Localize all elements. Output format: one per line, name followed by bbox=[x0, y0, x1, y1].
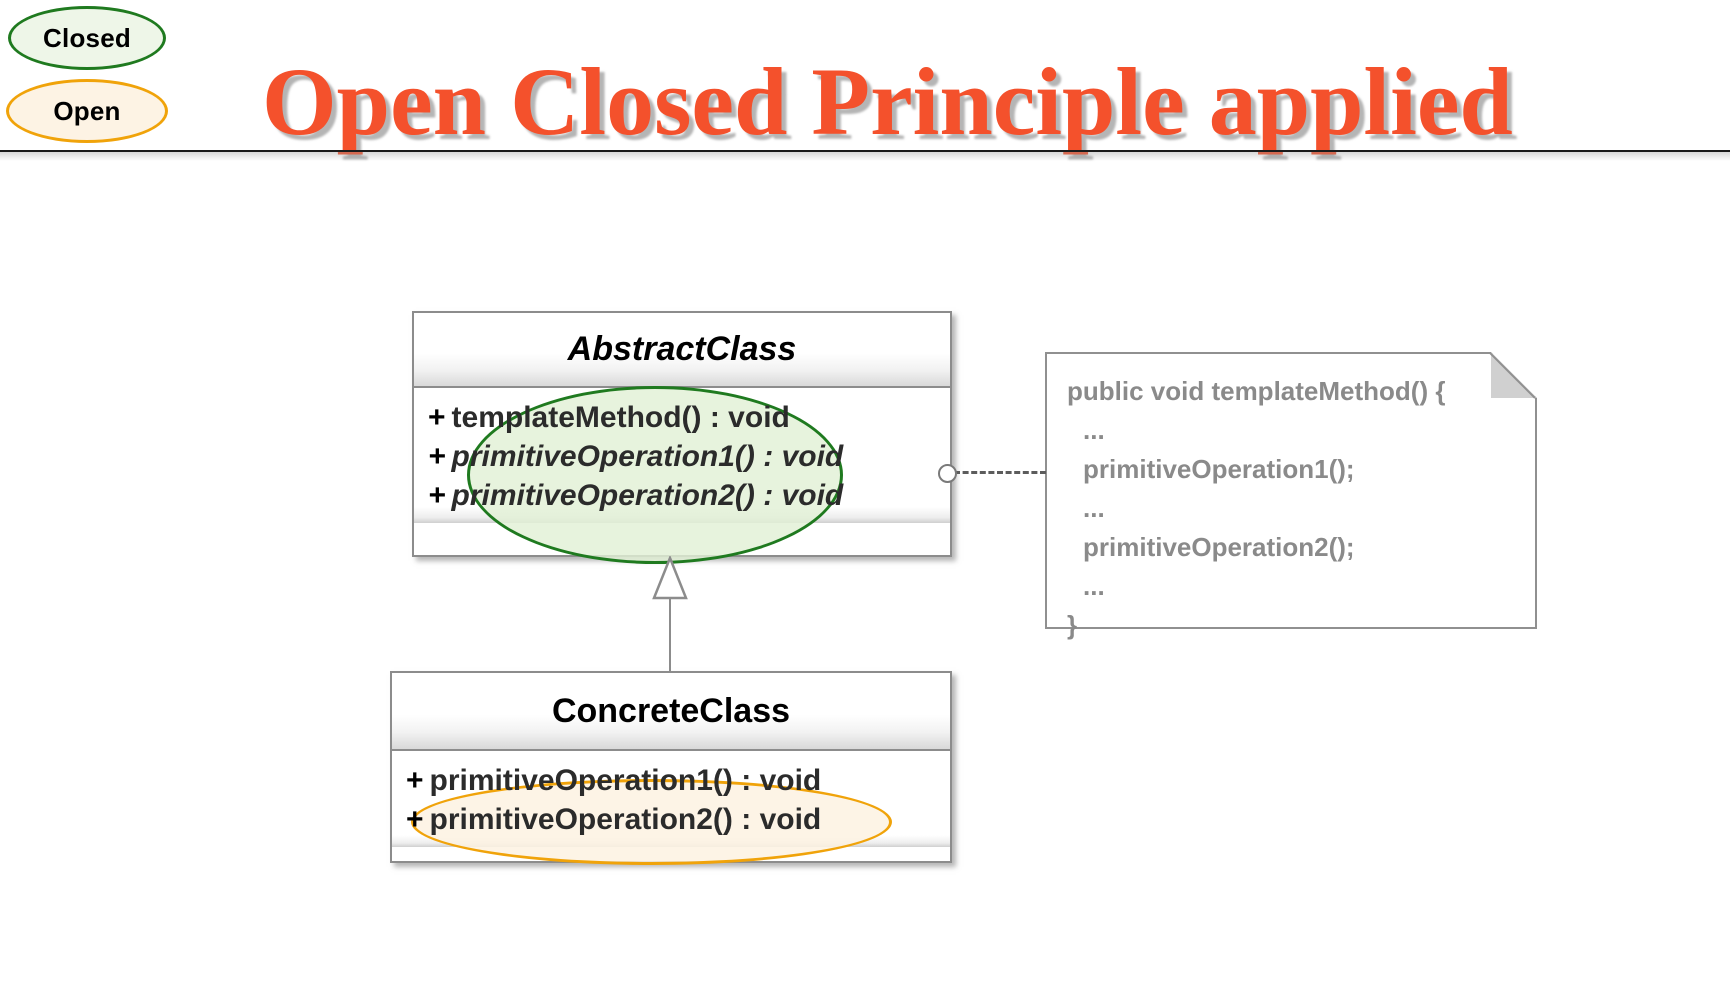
title-divider bbox=[0, 150, 1730, 152]
slide-title: Open Closed Principle applied bbox=[262, 48, 1513, 155]
uml-class-concreteclass[interactable]: ConcreteClass +primitiveOperation1() : v… bbox=[390, 671, 952, 863]
note-shape bbox=[1045, 352, 1537, 629]
note-line: public void templateMethod() { bbox=[1067, 376, 1446, 406]
uml-member: +primitiveOperation2() : void bbox=[406, 800, 950, 839]
member-signature: primitiveOperation2() : void bbox=[451, 479, 844, 512]
note-line: ... bbox=[1083, 415, 1105, 445]
title-divider-shadow bbox=[0, 152, 1730, 161]
uml-member: +primitiveOperation2() : void bbox=[428, 476, 950, 515]
note-line: primitiveOperation2(); bbox=[1083, 532, 1355, 562]
note-fold-edge-icon bbox=[1489, 352, 1536, 399]
note-line: ... bbox=[1083, 571, 1105, 601]
uml-class-abstractclass-title: AbstractClass bbox=[414, 313, 950, 388]
uml-note: public void templateMethod() { ... primi… bbox=[1045, 352, 1537, 638]
legend-closed-label: Closed bbox=[43, 22, 131, 53]
legend-closed-ellipse: Closed bbox=[8, 6, 166, 70]
note-line: ... bbox=[1083, 493, 1105, 523]
member-signature: primitiveOperation1() : void bbox=[429, 764, 822, 797]
generalization-triangle-icon bbox=[652, 556, 688, 600]
member-signature: primitiveOperation1() : void bbox=[451, 440, 844, 473]
visibility-marker: + bbox=[428, 479, 446, 512]
visibility-marker: + bbox=[406, 764, 424, 797]
uml-class-concreteclass-title: ConcreteClass bbox=[392, 673, 950, 751]
uml-class-abstractclass-members: +templateMethod() : void +primitiveOpera… bbox=[414, 388, 950, 523]
legend-open-label: Open bbox=[53, 95, 121, 126]
member-signature: primitiveOperation2() : void bbox=[429, 803, 822, 836]
uml-class-abstractclass[interactable]: AbstractClass +templateMethod() : void +… bbox=[412, 311, 952, 557]
uml-member: +primitiveOperation1() : void bbox=[428, 437, 950, 476]
uml-member: +templateMethod() : void bbox=[428, 398, 950, 437]
note-body: public void templateMethod() { ... primi… bbox=[1045, 352, 1537, 638]
note-line: primitiveOperation1(); bbox=[1083, 454, 1355, 484]
visibility-marker: + bbox=[406, 803, 424, 836]
generalization-line bbox=[669, 598, 671, 672]
uml-member: +primitiveOperation1() : void bbox=[406, 761, 950, 800]
visibility-marker: + bbox=[428, 440, 446, 473]
uml-class-concreteclass-members: +primitiveOperation1() : void +primitive… bbox=[392, 751, 950, 847]
visibility-marker: + bbox=[428, 401, 446, 434]
legend-open-ellipse: Open bbox=[6, 79, 168, 143]
note-anchor-circle-icon bbox=[938, 464, 957, 483]
note-dashed-connector bbox=[954, 471, 1046, 474]
note-line: } bbox=[1067, 610, 1078, 640]
member-signature: templateMethod() : void bbox=[451, 401, 790, 434]
